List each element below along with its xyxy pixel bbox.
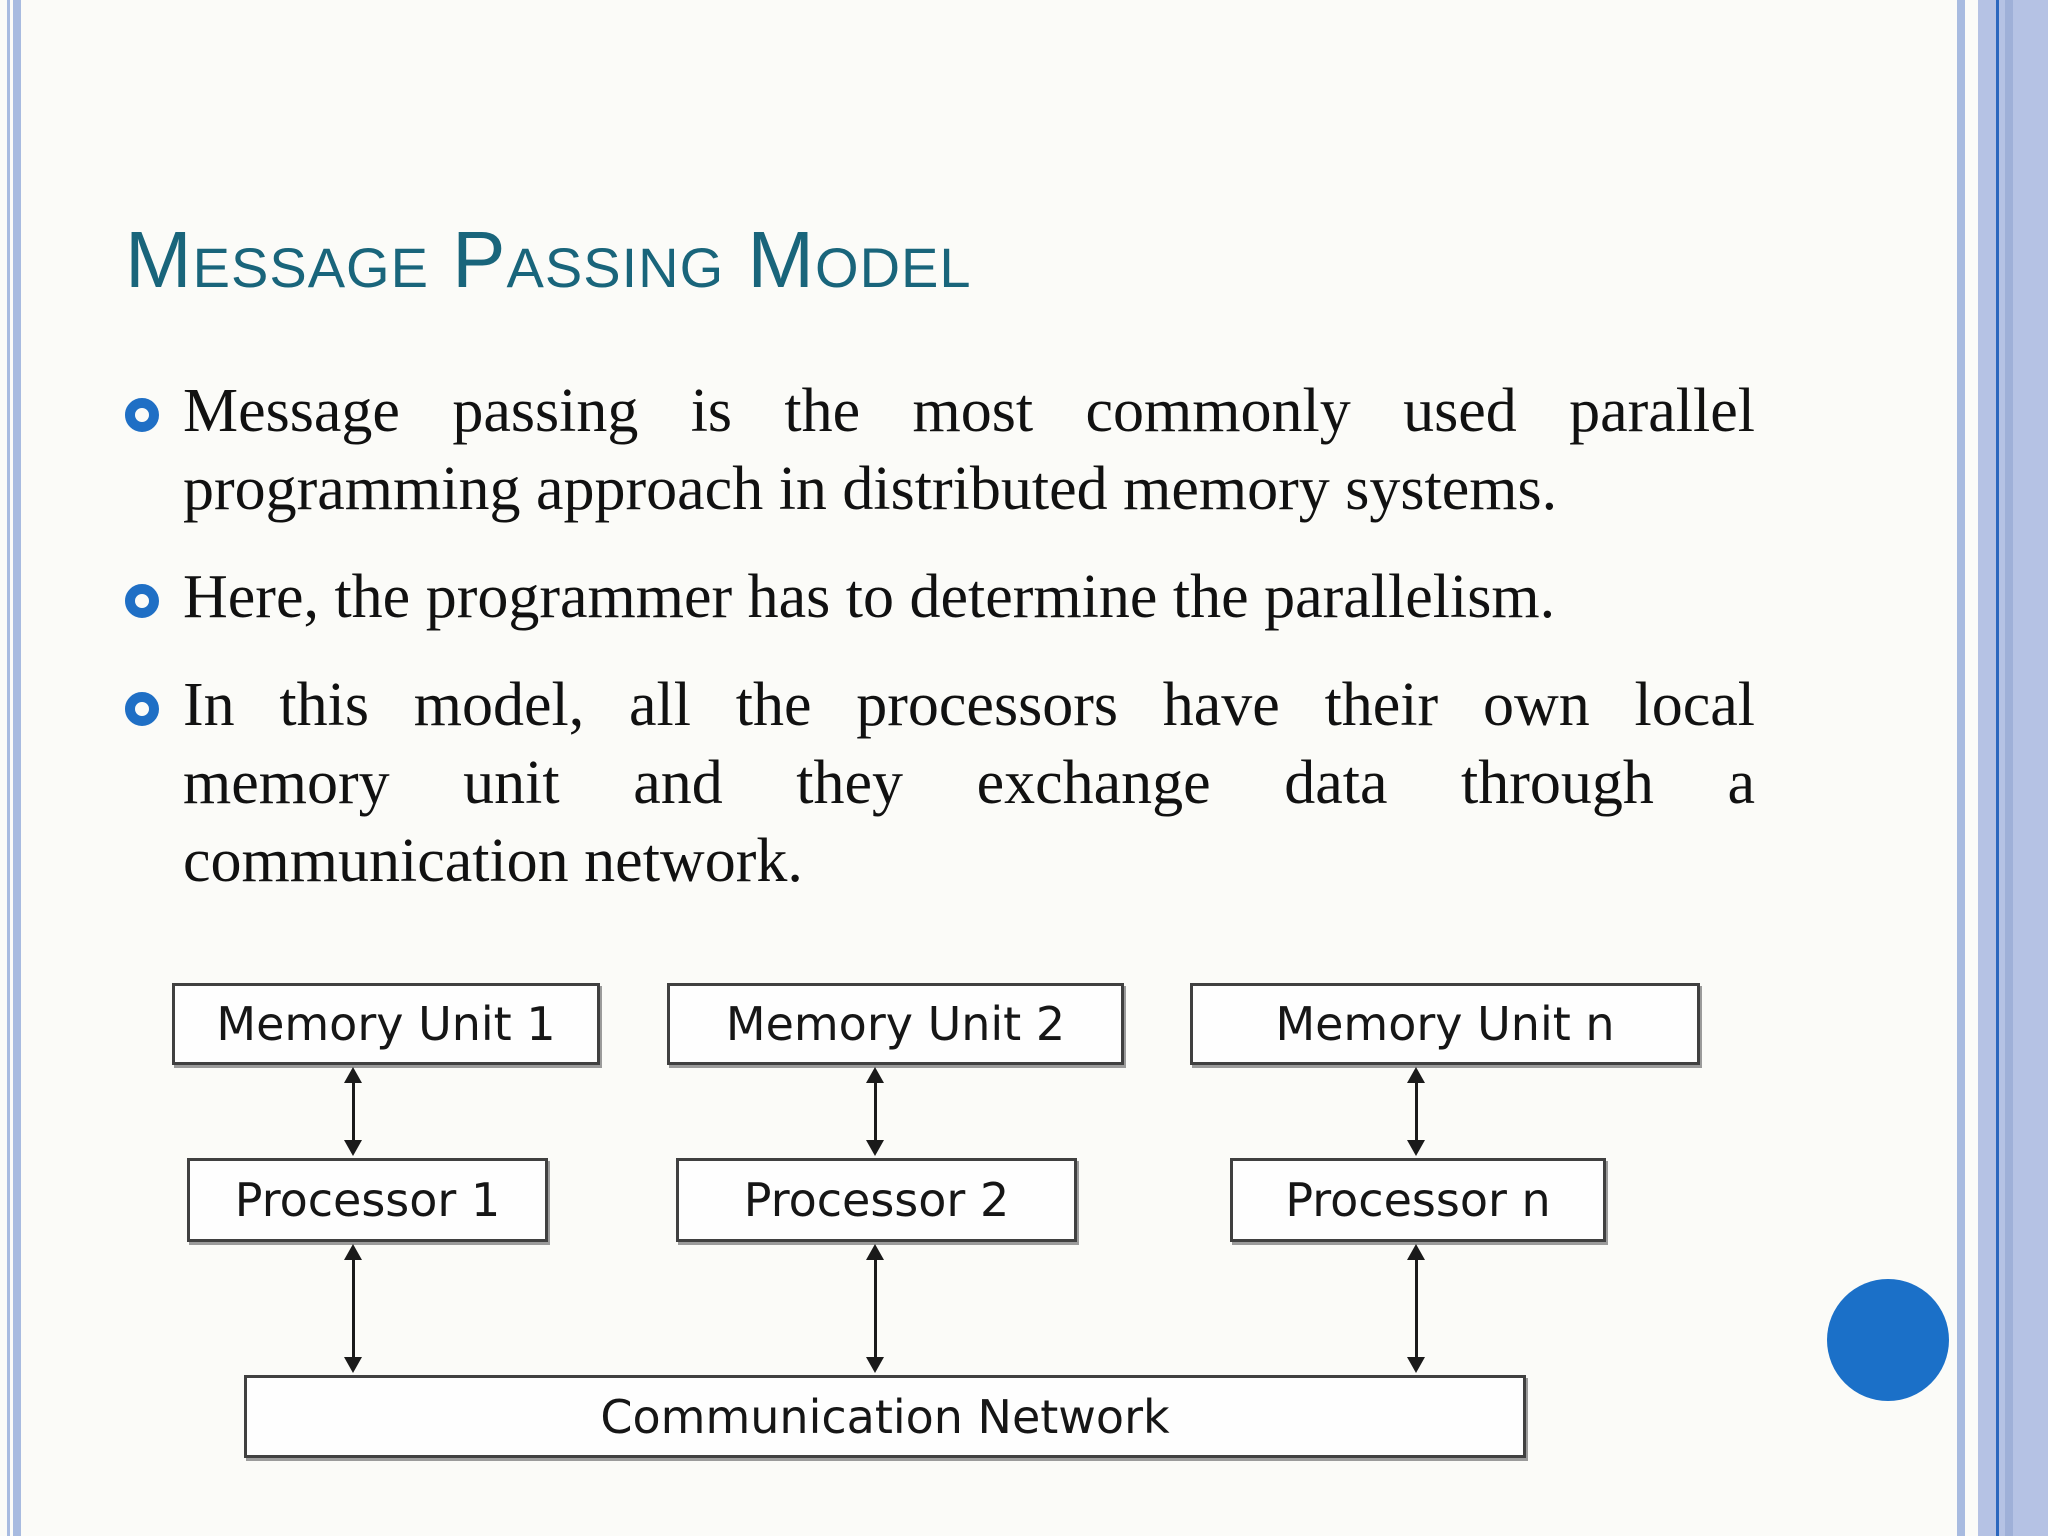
memory-unit-label: Memory Unit 2 (725, 997, 1066, 1051)
right-border-band (1978, 0, 2048, 1536)
list-item: Message passing is the most commonly use… (125, 372, 1755, 528)
page-title: Message Passing Model (125, 215, 972, 304)
memory-unit-box: Memory Unit 1 (172, 983, 600, 1065)
bullet-line: Here, the programmer has to determine th… (183, 563, 1556, 631)
vertical-double-arrow-icon (1407, 1244, 1425, 1373)
processor-label: Processor 1 (234, 1173, 501, 1227)
bullet-line: communication network. (183, 827, 803, 895)
memory-unit-label: Memory Unit n (1275, 997, 1615, 1051)
processor-label: Processor n (1285, 1173, 1551, 1227)
processor-label: Processor 2 (743, 1173, 1010, 1227)
bullet-text: Message passing is the most commonly use… (183, 372, 1755, 528)
bullet-line: programming approach in distributed memo… (183, 455, 1558, 523)
left-border-thin-stripe (7, 0, 10, 1536)
left-border-thick-stripe (13, 0, 21, 1536)
bullet-line: memory unit and they exchange data throu… (183, 749, 1755, 817)
list-item: In this model, all the processors have t… (125, 666, 1755, 900)
vertical-double-arrow-icon (344, 1067, 362, 1156)
vertical-double-arrow-icon (866, 1067, 884, 1156)
bullet-line: Message passing is the most commonly use… (183, 377, 1755, 445)
memory-unit-box: Memory Unit 2 (667, 983, 1124, 1065)
bullet-icon (125, 584, 159, 618)
bullet-list: Message passing is the most commonly use… (125, 372, 1755, 930)
bullet-text: Here, the programmer has to determine th… (183, 558, 1755, 636)
list-item: Here, the programmer has to determine th… (125, 558, 1755, 636)
processor-box: Processor 1 (187, 1158, 548, 1242)
processor-box: Processor n (1230, 1158, 1606, 1242)
communication-network-label: Communication Network (600, 1389, 1170, 1444)
blue-circle-decoration (1827, 1279, 1949, 1401)
bullet-text: In this model, all the processors have t… (183, 666, 1755, 900)
communication-network-box: Communication Network (244, 1375, 1526, 1458)
vertical-double-arrow-icon (344, 1244, 362, 1373)
memory-unit-label: Memory Unit 1 (216, 997, 556, 1051)
bullet-line: In this model, all the processors have t… (183, 671, 1755, 739)
right-border-thin-stripe (1957, 0, 1965, 1536)
right-border-inner-stripe (2005, 0, 2013, 1536)
vertical-double-arrow-icon (866, 1244, 884, 1373)
memory-unit-box: Memory Unit n (1190, 983, 1700, 1065)
bullet-icon (125, 692, 159, 726)
bullet-icon (125, 398, 159, 432)
right-border-dark-line (1996, 0, 1999, 1536)
processor-box: Processor 2 (676, 1158, 1077, 1242)
vertical-double-arrow-icon (1407, 1067, 1425, 1156)
